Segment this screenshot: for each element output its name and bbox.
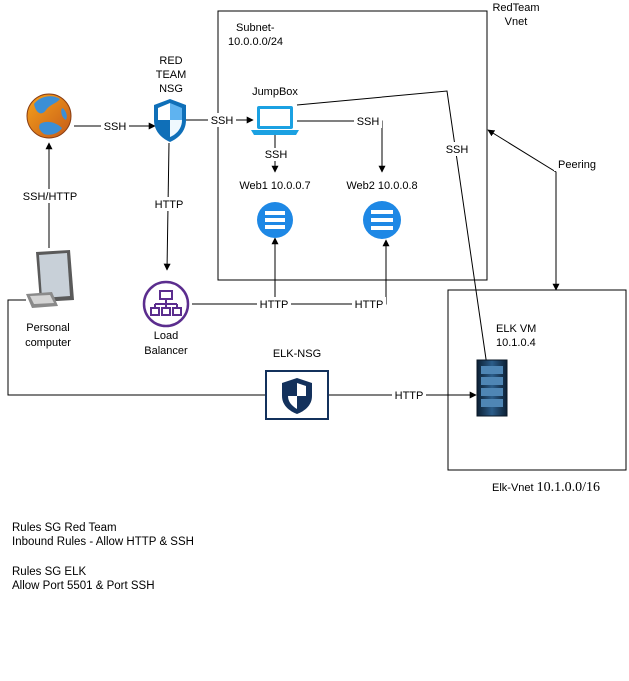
subnet-box <box>217 10 488 281</box>
edge-jumpbox-web2 <box>297 120 386 173</box>
subnet-title: Subnet- <box>236 22 275 34</box>
elk-rules-title: Rules SG ELK <box>12 566 87 578</box>
web2-label: Web2 10.0.0.8 <box>346 180 417 192</box>
svg-text:HTTP: HTTP <box>155 199 184 211</box>
edge-label-nsg-lb: HTTP <box>153 197 185 211</box>
edge-label-peering: Peering <box>554 157 600 171</box>
elk-rules-detail: Allow Port 5501 & Port SSH <box>12 580 155 592</box>
svg-text:SSH: SSH <box>446 144 469 156</box>
load-balancer-label-2: Balancer <box>144 345 188 357</box>
red-team-rules-note: Rules SG Red Team Inbound Rules - Allow … <box>12 521 194 549</box>
edge-peering <box>487 129 560 291</box>
elk-vm-label: ELK VM <box>496 323 536 335</box>
red-team-nsg-label-2: TEAM <box>156 69 187 81</box>
red-team-nsg-label-3: NSG <box>159 83 183 95</box>
edge-label-jumpbox-web2: SSH <box>354 115 382 128</box>
edge-jumpbox-elk <box>296 90 490 367</box>
red-team-rules-detail: Inbound Rules - Allow HTTP & SSH <box>12 536 194 548</box>
web1-server-icon <box>257 202 293 238</box>
svg-text:SSH: SSH <box>357 116 380 128</box>
load-balancer-icon <box>142 280 190 328</box>
personal-computer-label: Personal <box>26 322 69 334</box>
svg-text:SSH/HTTP: SSH/HTTP <box>23 191 77 203</box>
jumpbox-label: JumpBox <box>252 86 298 98</box>
subnet-cidr: 10.0.0.0/24 <box>228 36 283 48</box>
red-team-nsg-label: RED <box>159 55 182 67</box>
edge-label-pc-internet: SSH/HTTP <box>22 189 78 203</box>
personal-computer-label-2: computer <box>25 337 71 349</box>
edge-label-lb-web1: HTTP <box>257 297 291 311</box>
svg-text:Peering: Peering <box>558 159 596 171</box>
svg-text:HTTP: HTTP <box>395 390 424 402</box>
red-team-rules-title: Rules SG Red Team <box>12 522 117 534</box>
load-balancer-label: Load <box>154 330 178 342</box>
edge-lb-web1 <box>192 237 279 305</box>
elk-rules-note: Rules SG ELK Allow Port 5501 & Port SSH <box>12 565 155 593</box>
red-team-nsg-shield-icon <box>154 99 186 142</box>
edge-label-jumpbox-web1: SSH <box>262 148 290 161</box>
svg-text:HTTP: HTTP <box>355 299 384 311</box>
edge-lb-web2 <box>275 239 390 305</box>
edge-label-lb-web2: HTTP <box>352 297 386 311</box>
edge-label-internet-nsg: SSH <box>101 119 129 133</box>
personal-computer-icon <box>26 250 74 308</box>
svg-text:HTTP: HTTP <box>260 299 289 311</box>
edge-label-elk-http: HTTP <box>392 388 426 402</box>
redteam-vnet-label: RedTeam <box>492 2 539 14</box>
redteam-vnet-label-2: Vnet <box>505 16 528 28</box>
svg-text:SSH: SSH <box>265 149 288 161</box>
edge-label-nsg-jumpbox: SSH <box>208 113 236 127</box>
web1-label: Web1 10.0.0.7 <box>239 180 310 192</box>
elk-nsg-label: ELK-NSG <box>273 348 321 360</box>
jumpbox-laptop-icon <box>251 106 299 135</box>
edge-label-jumpbox-elk: SSH <box>443 142 471 156</box>
elk-nsg-shield-icon <box>265 370 329 420</box>
edge-pc-elk <box>7 299 477 399</box>
elk-vnet-box <box>447 289 627 471</box>
elk-vm-server-icon <box>476 359 508 417</box>
elk-vnet-label: Elk-Vnet 10.1.0.0/16 <box>492 480 600 495</box>
web2-server-icon <box>363 201 401 239</box>
svg-text:SSH: SSH <box>104 121 127 133</box>
internet-globe-icon <box>26 93 72 139</box>
elk-vm-ip: 10.1.0.4 <box>496 337 536 349</box>
svg-text:SSH: SSH <box>211 115 234 127</box>
